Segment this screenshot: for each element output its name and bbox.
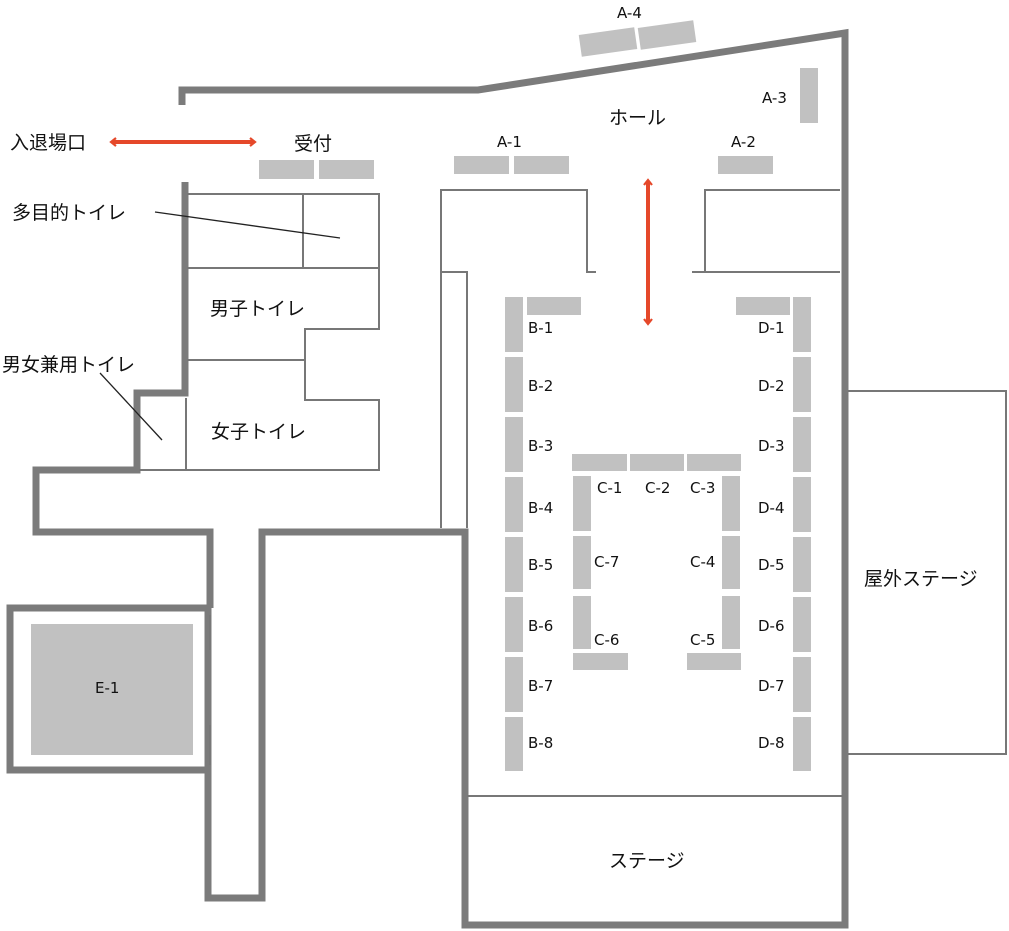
booth-c-bottom-right <box>687 653 741 670</box>
booth-label-e1: E-1 <box>95 679 119 697</box>
mens-toilet-label: 男子トイレ <box>210 298 305 320</box>
outdoor-stage-label: 屋外ステージ <box>864 568 978 590</box>
booth-label-a4: A-4 <box>617 4 642 22</box>
booth-c-right-upper <box>722 476 740 531</box>
booth-c5 <box>722 596 740 649</box>
booth-reception-right <box>319 160 374 179</box>
booth-a4-right <box>637 20 697 50</box>
booth-label-b6: B-6 <box>528 617 553 635</box>
booth-label-b4: B-4 <box>528 499 553 517</box>
booth-b1 <box>505 297 523 352</box>
booth-b2 <box>505 357 523 412</box>
booth-label-b3: B-3 <box>528 437 553 455</box>
womens-toilet-label: 女子トイレ <box>211 421 306 443</box>
multipurpose-leader <box>154 211 341 239</box>
unisex-leader <box>99 372 163 441</box>
booth-c-bottom-left <box>573 653 628 670</box>
booth-label-d1: D-1 <box>758 319 785 337</box>
booth-labels: A-4 A-3 A-1 A-2 B-1 B-2 B-3 B-4 B-5 B-6 … <box>95 4 787 752</box>
booth-d8 <box>793 717 811 771</box>
booth-a1-left <box>454 156 509 174</box>
booth-c4 <box>722 536 740 589</box>
hall-inner-right <box>692 189 840 273</box>
booth-label-d6: D-6 <box>758 617 785 635</box>
booth-b-top <box>527 297 581 315</box>
outdoor-stage-box <box>848 390 1007 755</box>
booth-reception-left <box>259 160 314 179</box>
booth-a2 <box>718 156 773 174</box>
booth-label-a2: A-2 <box>731 133 756 151</box>
booth-label-b2: B-2 <box>528 377 553 395</box>
booth-d1 <box>793 297 811 352</box>
booth-label-d8: D-8 <box>758 734 785 752</box>
booth-d4 <box>793 477 811 532</box>
unisex-toilet-label: 男女兼用トイレ <box>2 354 135 376</box>
booth-label-d5: D-5 <box>758 556 785 574</box>
booth-d7 <box>793 657 811 712</box>
booth-label-c3: C-3 <box>690 479 715 497</box>
booth-label-b1: B-1 <box>528 319 553 337</box>
booth-c6 <box>573 596 591 649</box>
booth-c2 <box>630 454 684 471</box>
wall-west <box>32 182 214 608</box>
outer-walls <box>6 28 849 929</box>
booth-d-top <box>736 297 790 315</box>
booth-c3 <box>687 454 741 471</box>
hall-label: ホール <box>609 107 666 129</box>
booth-b6 <box>505 597 523 652</box>
booth-label-c2: C-2 <box>645 479 670 497</box>
booth-label-d3: D-3 <box>758 437 785 455</box>
booth-label-d7: D-7 <box>758 677 785 695</box>
wall-top <box>178 28 849 929</box>
booths <box>31 20 818 771</box>
booth-b7 <box>505 657 523 712</box>
booth-label-c7: C-7 <box>594 553 619 571</box>
booth-label-c6: C-6 <box>594 631 619 649</box>
reception-label: 受付 <box>294 133 332 155</box>
booth-label-d2: D-2 <box>758 377 785 395</box>
booth-e1 <box>31 624 193 755</box>
booth-label-c5: C-5 <box>690 631 715 649</box>
booth-d2 <box>793 357 811 412</box>
booth-c-left-upper <box>573 476 591 531</box>
interior-walls <box>139 189 1007 797</box>
booth-label-c4: C-4 <box>690 553 715 571</box>
booth-d3 <box>793 417 811 472</box>
booth-a4-left <box>578 27 638 57</box>
stage-label: ステージ <box>609 850 685 872</box>
wall-e1-room <box>6 604 210 774</box>
booth-label-a1: A-1 <box>497 133 522 151</box>
booth-c7 <box>573 536 591 589</box>
booth-b8 <box>505 717 523 771</box>
hall-inner-corridor <box>441 271 468 528</box>
booth-d5 <box>793 537 811 592</box>
entrance-label: 入退場口 <box>10 132 86 154</box>
booth-d6 <box>793 597 811 652</box>
booth-b3 <box>505 417 523 472</box>
booth-label-b7: B-7 <box>528 677 553 695</box>
booth-label-b5: B-5 <box>528 556 553 574</box>
booth-label-d4: D-4 <box>758 499 785 517</box>
booth-label-b8: B-8 <box>528 734 553 752</box>
booth-c1 <box>572 454 627 471</box>
booth-a3 <box>800 68 818 123</box>
multipurpose-toilet-label: 多目的トイレ <box>12 202 126 224</box>
booth-label-c1: C-1 <box>597 479 622 497</box>
toilet-block-walls <box>139 193 380 471</box>
hall-inner-left <box>440 189 596 528</box>
booth-b5 <box>505 537 523 592</box>
booth-b4 <box>505 477 523 532</box>
booth-label-a3: A-3 <box>762 89 787 107</box>
booth-a1-right <box>514 156 569 174</box>
